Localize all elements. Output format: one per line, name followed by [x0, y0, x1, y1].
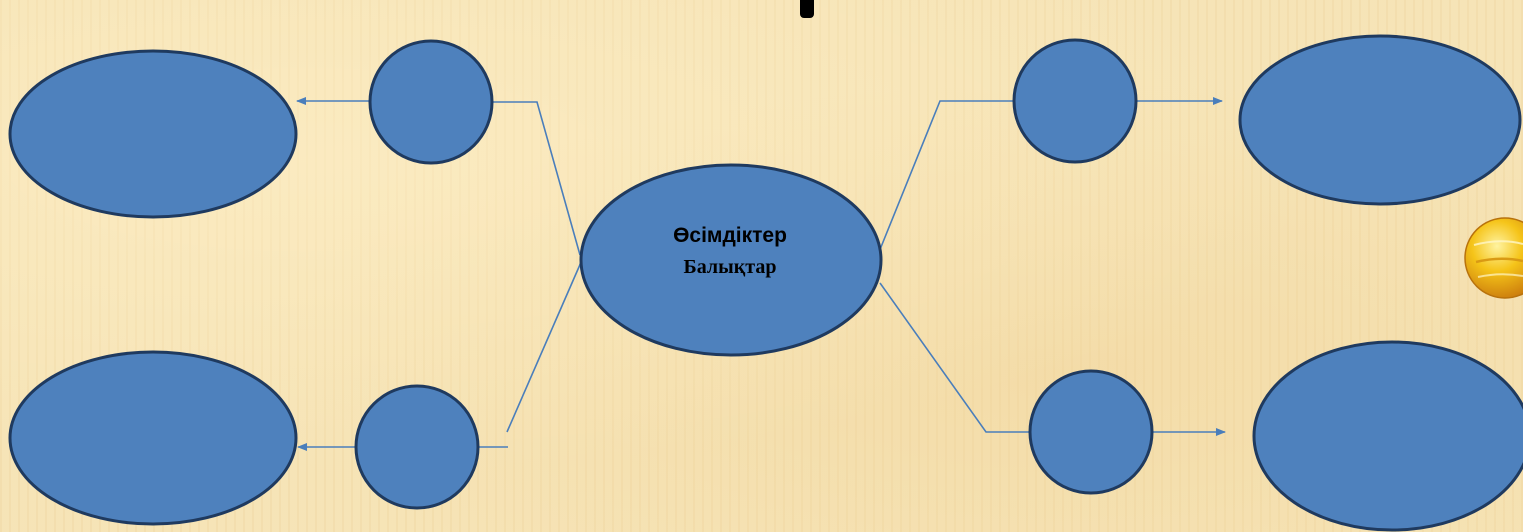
- connector-center-top-right: [878, 100, 1013, 253]
- outer-node-top-left: [8, 49, 298, 219]
- connector-center-bottom-right: [879, 282, 1031, 433]
- gold-oval-button-icon[interactable]: [1464, 217, 1523, 299]
- title-fragment: [790, 0, 850, 18]
- connector-center-top-left: [493, 101, 581, 256]
- outer-node-bottom-right: [1252, 340, 1523, 532]
- small-node-bottom-right: [1028, 369, 1154, 495]
- center-node: [579, 163, 883, 357]
- center-node-label: Өсімдіктер Балықтар: [590, 222, 870, 281]
- center-label-line2: Балықтар: [683, 256, 777, 279]
- small-node-bottom-left: [354, 384, 480, 510]
- outer-node-bottom-left: [8, 350, 298, 526]
- outer-node-top-right: [1238, 34, 1522, 206]
- center-label-line1: Өсімдіктер: [673, 224, 787, 247]
- connector-center-bottom-left: [506, 259, 583, 433]
- small-node-top-left: [368, 39, 494, 165]
- small-node-top-right: [1012, 38, 1138, 164]
